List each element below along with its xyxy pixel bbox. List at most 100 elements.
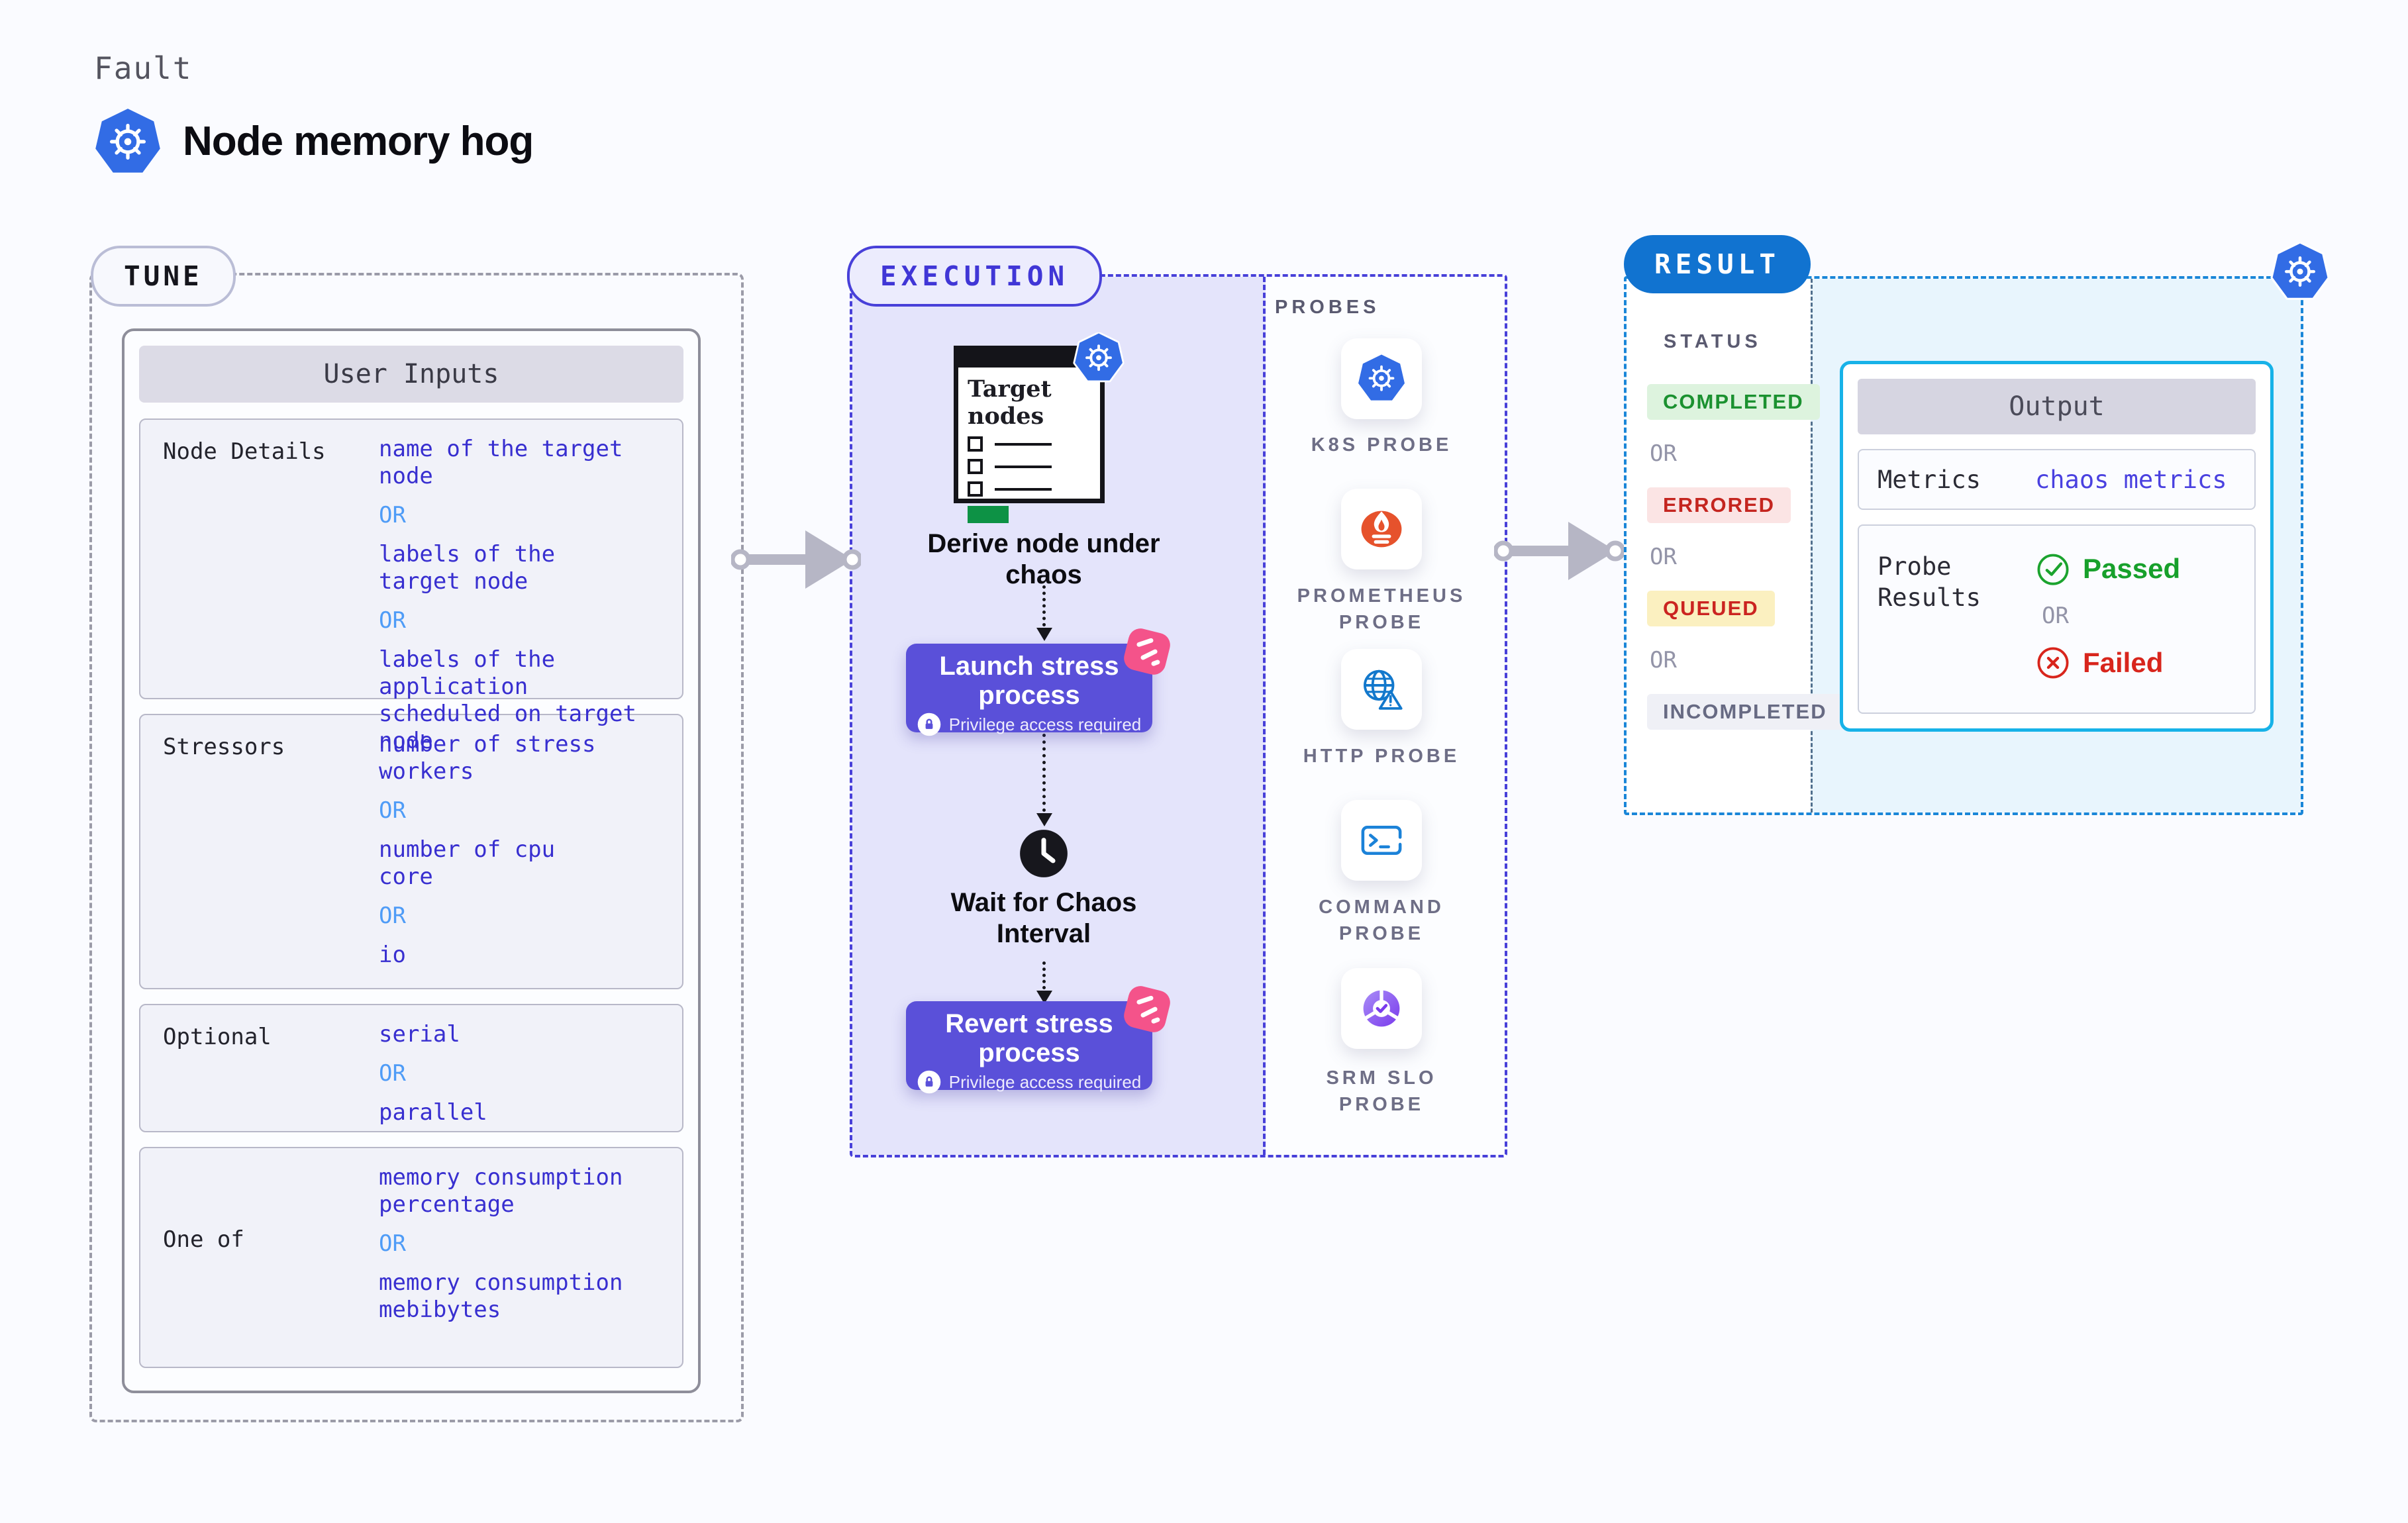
status-badge-completed: COMPLETED [1647,384,1820,420]
privilege-note: Privilege access required [906,1070,1152,1094]
fault-eyebrow: Fault [94,50,193,86]
input-row-label: One of [163,1226,244,1253]
status-badge-incompleted: INCOMPLETED [1647,694,1843,730]
checkbox-icon [968,481,983,497]
or-separator: OR [1650,544,1677,570]
or-separator: OR [2042,603,2069,629]
privilege-note: Privilege access required [906,712,1152,736]
kubernetes-icon [1358,354,1405,401]
terminal-title: Target nodes [968,375,1052,430]
step-wait-label: Wait for Chaos Interval [950,888,1137,948]
chaos-icon [1122,626,1172,677]
flow-connector [1042,734,1046,812]
arrow-execution-to-result [1493,516,1626,589]
output-panel: Output Metrics chaos metrics Probe Resul… [1840,361,2274,732]
x-circle-icon [2037,647,2069,679]
user-inputs-panel: User Inputs Node Details name of the tar… [122,328,701,1393]
input-value: serial [379,1021,460,1048]
or-separator: OR [379,1230,406,1257]
or-separator: OR [379,502,406,528]
input-value: labels of the application scheduled on t… [379,646,636,754]
passed-text: Passed [2083,553,2181,584]
probe-label: SRM SLO PROBE [1326,1067,1437,1115]
flow-connector [1042,585,1046,626]
input-value: number of stress workers [379,731,596,785]
privilege-note-text: Privilege access required [948,714,1142,734]
kubernetes-icon [2270,241,2330,302]
node-list-row [968,436,1100,452]
privilege-note-text: Privilege access required [948,1071,1142,1092]
kubernetes-icon [1073,331,1125,384]
arrow-down-icon [1036,991,1052,1004]
input-row-stressors: Stressors number of stress workers OR nu… [139,714,683,989]
line-placeholder [995,442,1052,446]
input-row-optional: Optional serial OR parallel [139,1004,683,1132]
slo-gauge-icon [1363,989,1400,1027]
input-value: memory consumption percentage [379,1164,623,1218]
probe-label: COMMAND PROBE [1319,897,1444,944]
prometheus-icon [1361,511,1402,548]
input-row-label: Node Details [163,438,326,465]
or-separator: OR [379,607,406,634]
status-badge-queued: QUEUED [1647,591,1775,626]
metrics-value: chaos metrics [2035,465,2227,494]
input-value: io [379,942,406,968]
checkbox-icon [968,459,983,474]
input-row-values: memory consumption percentage OR memory … [379,1148,682,1367]
probe-results-label: Probe Results [1878,552,1981,612]
probe-label: HTTP PROBE [1303,746,1460,767]
checkbox-icon [968,436,983,452]
failed-text: Failed [2083,647,2164,678]
terminal-icon [1361,825,1402,856]
command-probe-card [1341,800,1422,881]
passed-line: Passed [2035,551,2180,587]
input-value: number of cpu core [379,836,556,890]
or-separator: OR [379,1060,406,1087]
or-separator: OR [1650,440,1677,467]
revert-stress-process-button[interactable]: Revert stress process Privilege access r… [906,1001,1152,1094]
or-separator: OR [379,797,406,824]
arrow-down-icon [1036,813,1052,826]
prometheus-probe-card [1341,489,1422,569]
node-list-row [968,459,1100,474]
tune-section-border [89,273,744,1422]
failed-line: Failed [2035,645,2180,681]
progress-bar [968,506,1009,523]
metrics-label: Metrics [1878,465,1981,494]
srm-slo-probe-card [1341,968,1422,1049]
arrow-tune-to-execution [730,525,863,597]
execution-badge: EXECUTION [847,246,1103,307]
chaos-icon [1122,984,1172,1034]
http-globe-icon [1364,669,1403,710]
probe-results-row: Probe Results Passed OR Failed [1858,524,2256,714]
status-label: STATUS [1664,331,1762,352]
input-row-label: Optional [163,1024,272,1050]
input-row-values: serial OR parallel [379,1005,682,1131]
input-row-label: Stressors [163,734,285,760]
result-badge: RESULT [1624,235,1811,293]
node-list-row [968,481,1100,497]
input-value: memory consumption mebibytes [379,1269,623,1323]
line-placeholder [995,465,1052,468]
input-value: name of the target node [379,436,623,489]
output-header: Output [1858,379,2256,434]
line-placeholder [995,487,1052,491]
arrow-down-icon [1036,628,1052,641]
page-title: Node memory hog [183,119,534,164]
probe-results-values: Passed OR Failed [2035,551,2180,712]
flow-connector [1042,961,1046,989]
launch-stress-process-button[interactable]: Launch stress process Privilege access r… [906,644,1152,736]
input-row-values: number of stress workers OR number of cp… [379,715,682,988]
lock-icon [917,712,941,736]
k8s-probe-card [1341,338,1422,419]
kubernetes-icon [93,107,163,177]
input-value: parallel [379,1099,487,1126]
or-separator: OR [379,903,406,929]
metrics-row: Metrics chaos metrics [1858,449,2256,510]
lock-icon [917,1070,941,1094]
button-title: Launch stress process [939,652,1119,710]
status-badge-errored: ERRORED [1647,487,1791,523]
user-inputs-header: User Inputs [139,346,683,403]
check-circle-icon [2037,554,2069,585]
